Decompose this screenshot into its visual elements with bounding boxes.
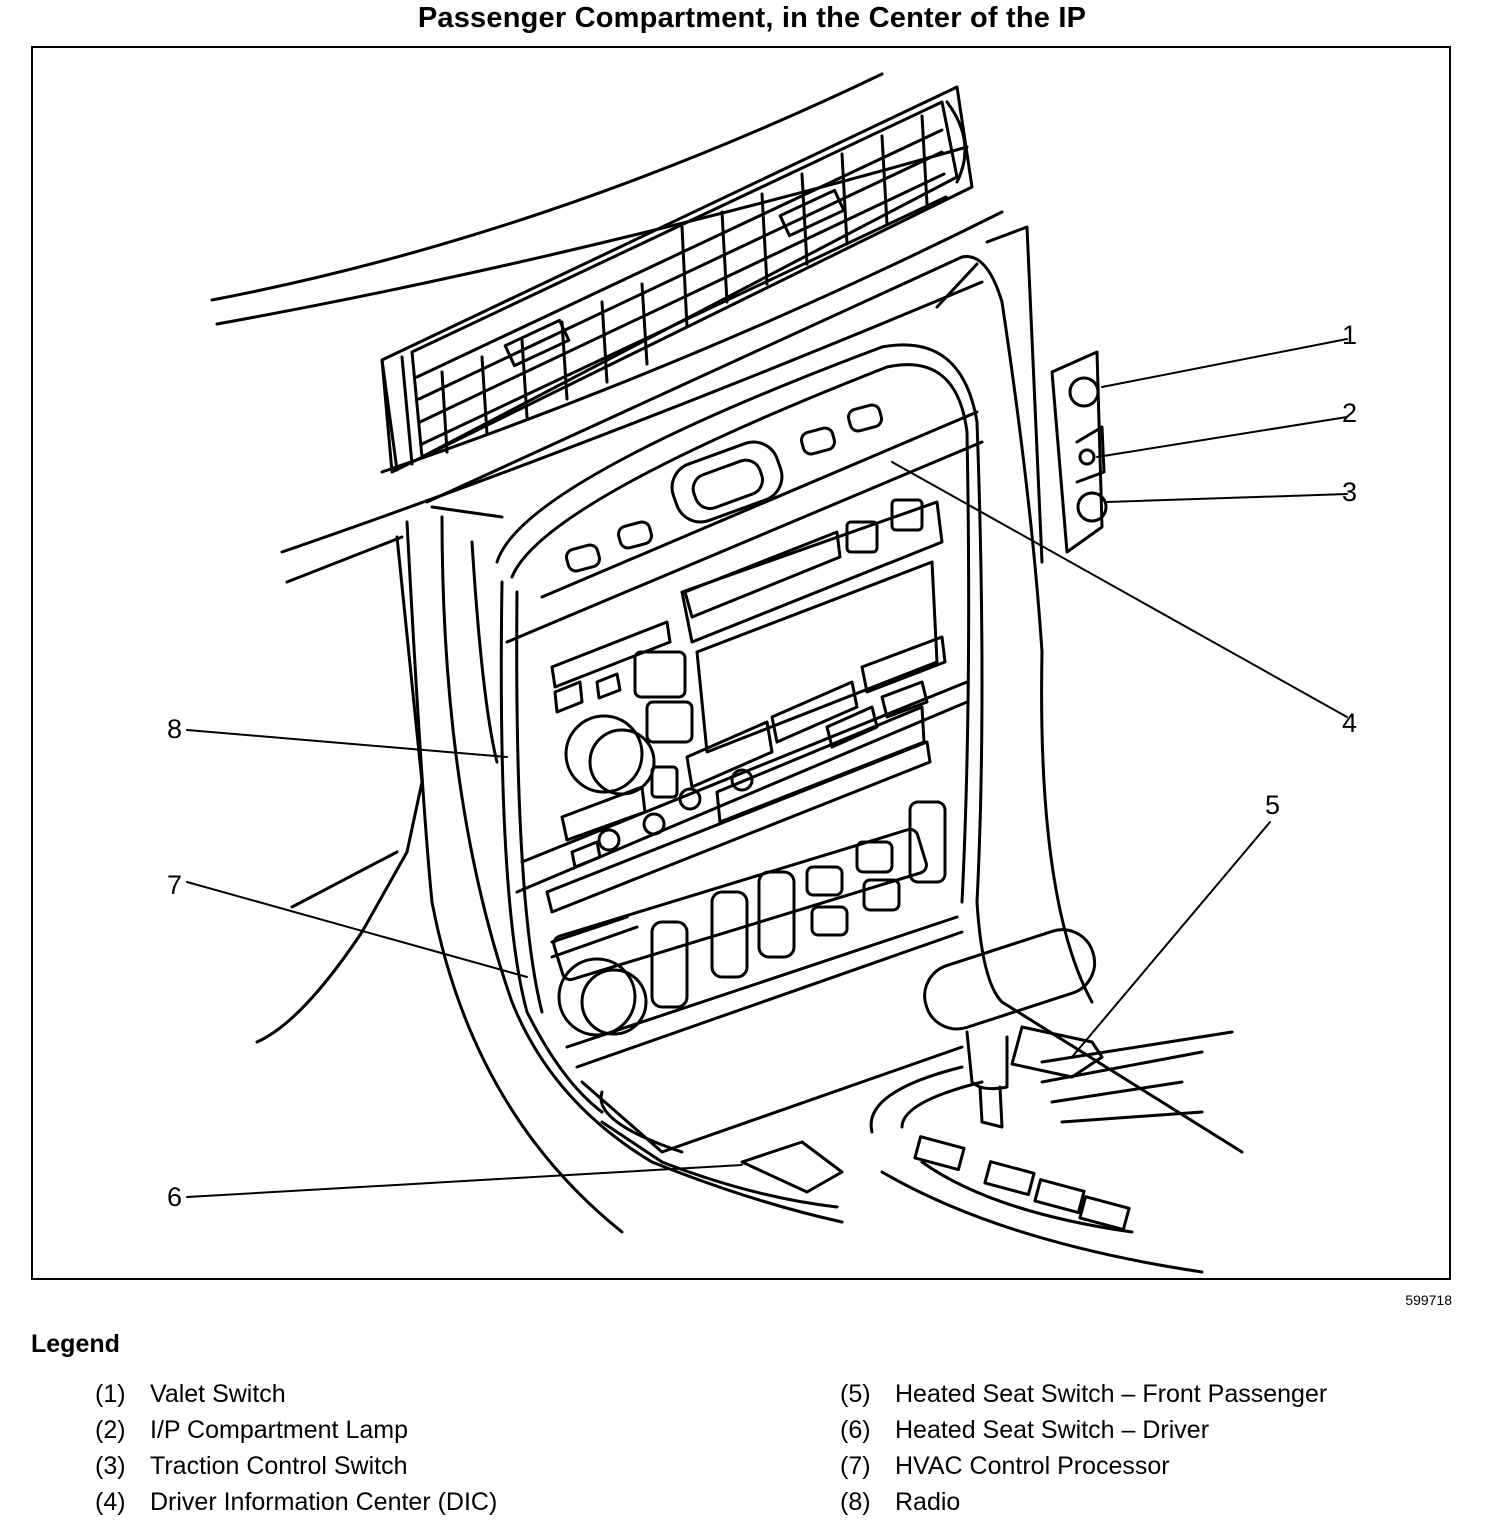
legend-item: (1) Valet Switch [95, 1380, 286, 1409]
legend-item: (7) HVAC Control Processor [840, 1452, 1170, 1481]
legend-item: (4) Driver Information Center (DIC) [95, 1488, 497, 1517]
legend-number: (3) [95, 1452, 126, 1480]
legend-label: Heated Seat Switch – Driver [895, 1416, 1210, 1444]
callout-2: 2 [1342, 398, 1358, 428]
legend-label: HVAC Control Processor [895, 1452, 1170, 1480]
legend-number: (2) [95, 1416, 126, 1444]
legend-label: Heated Seat Switch – Front Passenger [895, 1380, 1328, 1408]
legend-number: (5) [840, 1380, 871, 1408]
callout-3: 3 [1342, 477, 1358, 507]
legend-item: (2) I/P Compartment Lamp [95, 1416, 408, 1445]
callout-4: 4 [1342, 708, 1358, 738]
callout-5: 5 [1265, 790, 1281, 820]
dashboard-illustration [186, 72, 1348, 1274]
legend-label: Valet Switch [150, 1380, 286, 1408]
legend-item: (5) Heated Seat Switch – Front Passenger [840, 1380, 1327, 1409]
legend-label: Radio [895, 1488, 961, 1516]
legend-number: (1) [95, 1380, 126, 1408]
legend-number: (6) [840, 1416, 871, 1444]
legend-item: (3) Traction Control Switch [95, 1452, 408, 1481]
legend-label: Driver Information Center (DIC) [150, 1488, 498, 1516]
diagram-frame: 1 2 3 4 5 6 7 8 [31, 46, 1451, 1280]
callout-8: 8 [167, 714, 183, 744]
legend-item: (8) Radio [840, 1488, 960, 1517]
legend-number: (8) [840, 1488, 871, 1516]
callout-1: 1 [1342, 320, 1358, 350]
diagram-title: Passenger Compartment, in the Center of … [417, 2, 1087, 34]
legend-item: (6) Heated Seat Switch – Driver [840, 1416, 1209, 1445]
legend-title: Legend [31, 1330, 120, 1358]
legend-label: I/P Compartment Lamp [150, 1416, 408, 1444]
callout-7: 7 [167, 870, 183, 900]
legend-number: (7) [840, 1452, 871, 1480]
figure-id: 599718 [1405, 1292, 1452, 1308]
legend-label: Traction Control Switch [150, 1452, 408, 1480]
legend-number: (4) [95, 1488, 126, 1516]
callout-6: 6 [167, 1182, 183, 1212]
